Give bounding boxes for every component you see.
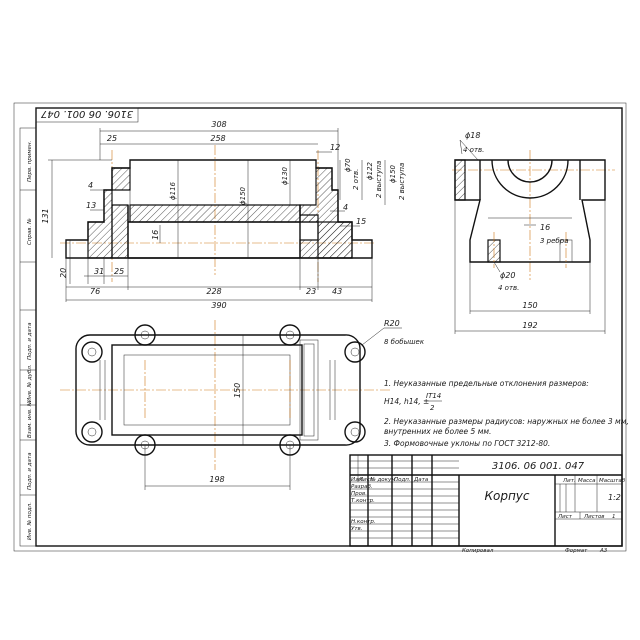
role-razrab: Разраб. <box>351 484 373 490</box>
dim-31: 31 <box>94 267 104 276</box>
header-massa: Масса <box>578 478 596 484</box>
front-section-view: 308 258 25 12 4 13 131 20 ϕ116 ϕ150 ϕ130… <box>41 120 406 310</box>
dim-43: 43 <box>332 287 342 296</box>
title-block: 3106. 06 001. 047 Корпус Лит. Масса Масш… <box>349 454 626 554</box>
dim-phi150: ϕ150 <box>239 186 247 205</box>
stamp-code-box: 3106. 06 001. 047 <box>35 107 139 123</box>
row-nomer-dokum: № докум. <box>369 477 397 483</box>
dim-phi150b: ϕ150 <box>389 164 397 183</box>
technical-notes: 1. Неуказанные предельные отклонения раз… <box>384 379 629 448</box>
role-prov: Пров. <box>351 491 367 497</box>
section-hatch-top <box>129 204 319 223</box>
note-2-cont: внутренних не более 5 мм. <box>384 427 491 436</box>
scale-value: 1:2 <box>608 493 621 502</box>
dim-20: 20 <box>59 268 68 278</box>
dim-phi122: ϕ122 <box>366 161 374 180</box>
role-utv: Утв. <box>351 526 363 532</box>
callout-8-bobyshek: 8 бобышек <box>384 338 425 346</box>
dim-phi18: ϕ18 <box>465 131 480 140</box>
side-hatch <box>454 159 466 201</box>
role-nkontr: Н.контр. <box>351 519 376 525</box>
dim-phi20: ϕ20 <box>500 271 515 280</box>
dim-16-section: 16 <box>151 230 160 240</box>
note-1-tolerance: H14, h14, ± <box>384 397 429 406</box>
dim-4-right: 4 <box>343 203 348 212</box>
dim-198: 198 <box>209 475 224 484</box>
callout-4-otv-top: 4 отв. <box>463 146 484 154</box>
note-1: 1. Неуказанные предельные отклонения раз… <box>384 379 589 388</box>
strip-inv-dubl: Инв. № дубл. <box>27 364 33 402</box>
note-3: 3. Формовочные уклоны по ГОСТ 3212-80. <box>384 439 550 448</box>
note-1-divisor: 2 <box>430 404 435 412</box>
callout-3-rebra: 3 ребра <box>540 237 568 245</box>
side-view: ϕ18 4 отв. 16 3 ребра ϕ20 4 отв. 150 192 <box>452 131 615 334</box>
dim-12: 12 <box>330 143 340 152</box>
dim-131: 131 <box>41 208 50 223</box>
note-2: 2. Неуказанные размеры радиусов: наружны… <box>384 417 629 426</box>
dim-150-plan: 150 <box>233 383 242 398</box>
title-name: Корпус <box>484 489 529 503</box>
dim-13: 13 <box>86 201 96 210</box>
dim-258: 258 <box>210 134 225 143</box>
callout-2-vystupa-a: 2 выступа <box>375 161 383 198</box>
list-label: Лист <box>557 514 573 520</box>
row-izm: Изм. <box>351 477 364 483</box>
note-1-it14: IT14 <box>426 392 441 400</box>
dim-228: 228 <box>206 287 221 296</box>
dim-390: 390 <box>211 301 226 310</box>
listov-value: 1 <box>612 514 616 520</box>
dim-25-bottom: 25 <box>114 267 124 276</box>
dim-15: 15 <box>356 217 366 226</box>
dim-4-left: 4 <box>88 181 93 190</box>
dim-phi70: ϕ70 <box>344 158 352 172</box>
row-podp: Подп. <box>394 477 411 483</box>
header-lit: Лит. <box>562 478 576 484</box>
stamp-code: 3106. 06 001. 047 <box>40 108 133 119</box>
outer-frame <box>13 102 627 552</box>
dim-16-side: 16 <box>540 223 550 232</box>
dim-23: 23 <box>306 287 316 296</box>
strip-perv-primen: Перв. примен. <box>27 140 33 182</box>
dim-192: 192 <box>522 321 537 330</box>
dim-25-top: 25 <box>107 134 117 143</box>
dim-r20: R20 <box>384 319 400 328</box>
callout-4-otv-bottom: 4 отв. <box>498 284 519 292</box>
format-value: А3 <box>599 548 608 554</box>
strip-sprav: Справ. № <box>27 218 33 245</box>
strip-vzam-inv: Взам. инв. № <box>27 400 33 438</box>
plan-view: R20 8 бобышек 150 198 <box>60 319 425 490</box>
title-code: 3106. 06 001. 047 <box>492 461 585 472</box>
callout-2-otv: 2 отв. <box>352 169 360 190</box>
kopiroval-label: Копировал <box>462 548 494 554</box>
row-data: Дата <box>413 477 429 483</box>
listov-label: Листов <box>583 514 605 520</box>
left-strip: Перв. примен. Справ. № Подп. и дата Инв.… <box>19 127 37 547</box>
role-tkontr: Т.контр. <box>351 498 375 504</box>
strip-inv-podl: Инв. № подл. <box>27 502 33 540</box>
dim-phi130: ϕ130 <box>281 166 289 185</box>
row-list: Лист <box>358 477 374 483</box>
format-label: Формат <box>565 548 588 554</box>
dim-308: 308 <box>211 120 226 129</box>
strip-podp-data-2: Подп. и дата <box>27 452 33 490</box>
callout-2-vystupa-b: 2 выступа <box>398 163 406 200</box>
dim-phi116: ϕ116 <box>169 181 177 200</box>
dim-150-side: 150 <box>522 301 537 310</box>
strip-podp-data-1: Подп. и дата <box>27 322 33 360</box>
dim-76: 76 <box>90 287 100 296</box>
header-masshtab: Масштаб <box>599 478 626 484</box>
